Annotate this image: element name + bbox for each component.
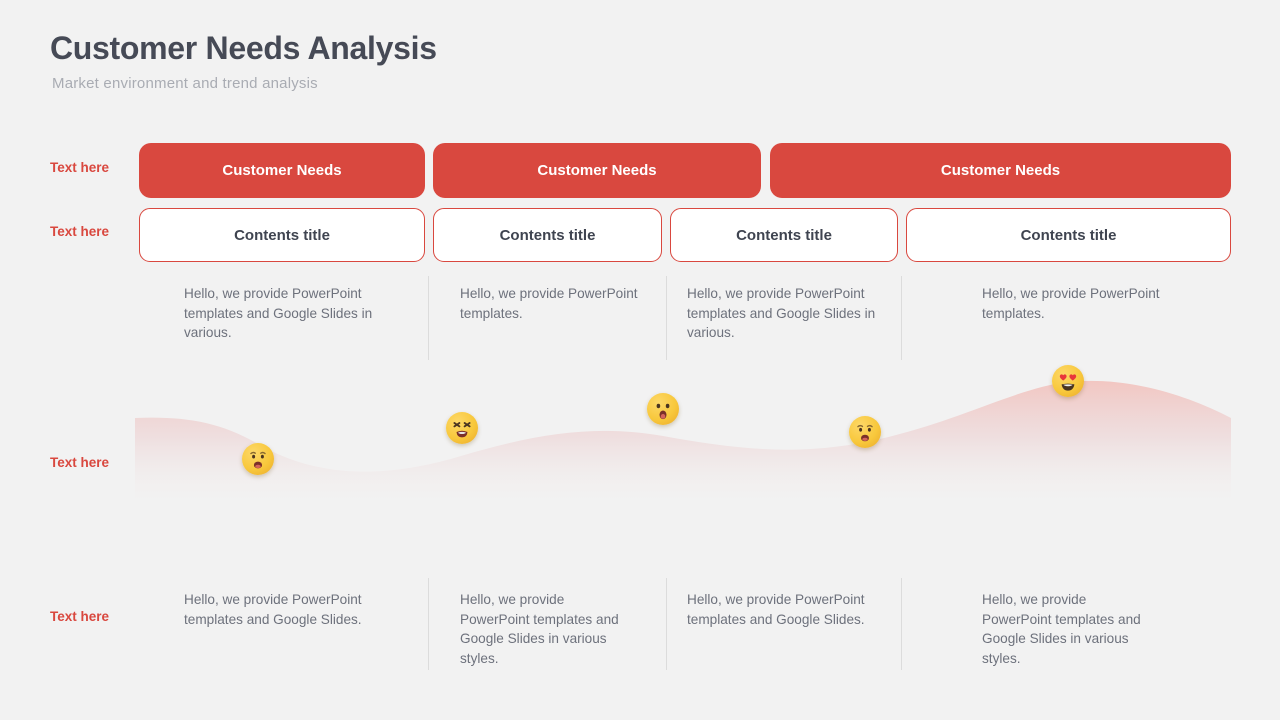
- divider-bottom-2: [666, 578, 667, 670]
- bottom-paragraph-3: Hello, we provide PowerPoint templates a…: [687, 592, 865, 627]
- top-paragraph-4: Hello, we provide PowerPoint templates.: [982, 286, 1160, 321]
- content-pill-3[interactable]: Contents title: [670, 208, 898, 262]
- worried-face-icon: [849, 416, 881, 448]
- top-paragraph-1: Hello, we provide PowerPoint templates a…: [184, 286, 373, 340]
- top-paragraph-3: Hello, we provide PowerPoint templates a…: [687, 286, 876, 340]
- divider-top-1: [428, 276, 429, 360]
- axis-label-row-1: Text here: [50, 160, 110, 175]
- page-subtitle: Market environment and trend analysis: [52, 75, 318, 92]
- top-paragraph-2: Hello, we provide PowerPoint templates.: [460, 286, 638, 321]
- bottom-paragraph-4: Hello, we provide PowerPoint templates a…: [982, 592, 1141, 666]
- divider-top-2: [666, 276, 667, 360]
- category-pill-3[interactable]: Customer Needs: [770, 143, 1231, 198]
- divider-bottom-3: [901, 578, 902, 670]
- bottom-paragraph-2: Hello, we provide PowerPoint templates a…: [460, 592, 619, 666]
- heart-eyes-face-icon: [1052, 365, 1084, 397]
- axis-label-row-2: Text here: [50, 224, 110, 239]
- bottom-paragraph-1: Hello, we provide PowerPoint templates a…: [184, 592, 362, 627]
- axis-label-row-4: Text here: [50, 609, 110, 624]
- confounded-face-icon: [446, 412, 478, 444]
- content-pill-4[interactable]: Contents title: [906, 208, 1231, 262]
- divider-top-3: [901, 276, 902, 360]
- axis-label-chart: Text here: [50, 455, 110, 470]
- category-pill-2[interactable]: Customer Needs: [433, 143, 761, 198]
- anguished-face-icon: [242, 443, 274, 475]
- page-title: Customer Needs Analysis: [50, 30, 437, 66]
- divider-bottom-1: [428, 578, 429, 670]
- category-pill-1[interactable]: Customer Needs: [139, 143, 425, 198]
- content-pill-2[interactable]: Contents title: [433, 208, 662, 262]
- content-pill-1[interactable]: Contents title: [139, 208, 425, 262]
- astonished-face-icon: [647, 393, 679, 425]
- area-fill: [135, 380, 1231, 508]
- sentiment-area-chart: [135, 360, 1231, 508]
